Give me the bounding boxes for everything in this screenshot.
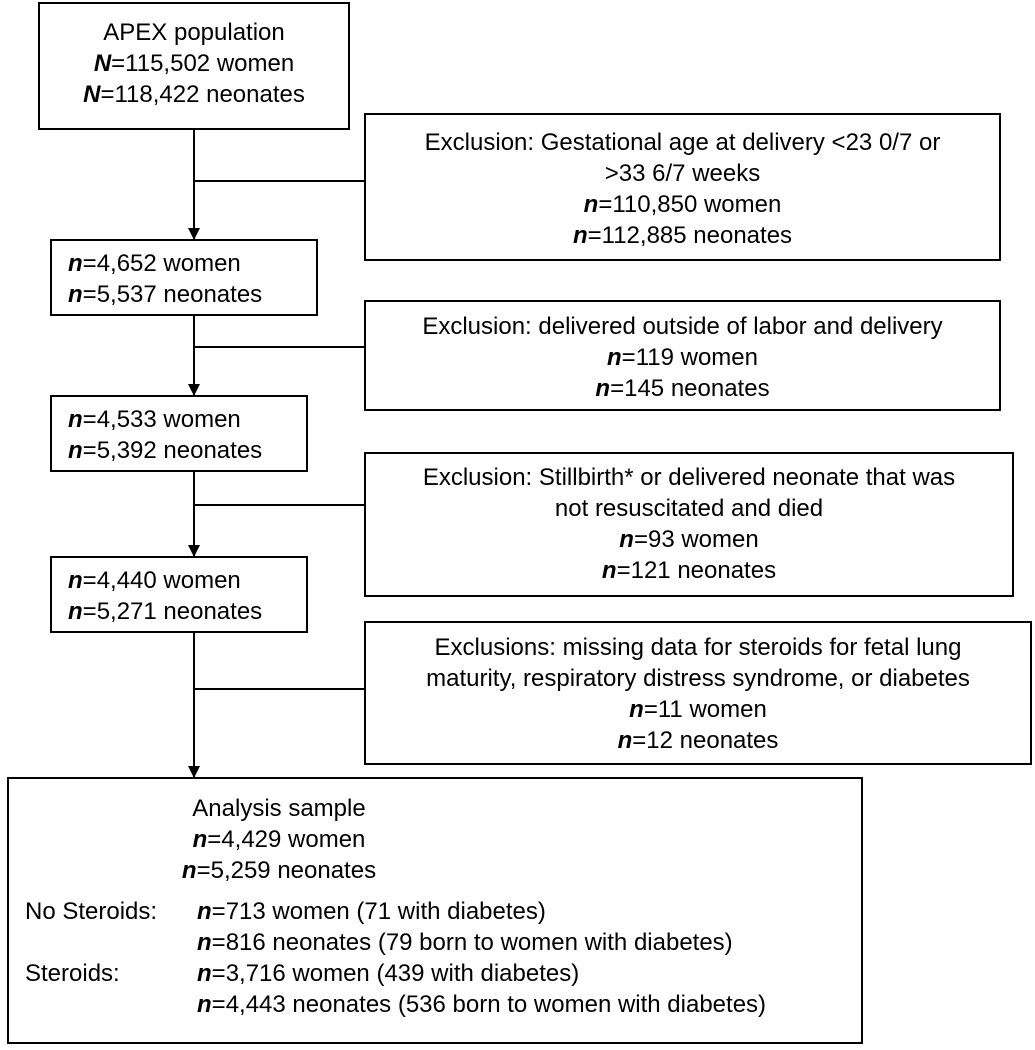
no-steroids-women-count: n=713 women (71 with diabetes)	[197, 898, 546, 925]
step-1-women-count: n=4,652 women	[68, 250, 241, 277]
analysis-summary: Analysis sample n=4,429 women n=5,259 ne…	[9, 793, 549, 886]
apex-women-count: N=115,502 women	[93, 50, 295, 77]
step-3-neonates-count: n=5,271 neonates	[68, 598, 263, 625]
steroids-women-row: Steroids: n=3,716 women (439 with diabet…	[25, 958, 861, 989]
analysis-title: Analysis sample	[192, 795, 366, 822]
exclusion-1-text-line-2: >33 6/7 weeks	[604, 160, 761, 187]
cohort-step-2-box: n=4,533 women n=5,392 neonates	[50, 395, 308, 472]
no-steroids-neonates-count: n=816 neonates (79 born to women with di…	[197, 929, 733, 956]
exclusion-2-women-count: n=119 women	[607, 344, 758, 371]
no-steroids-women-row: No Steroids: n=713 women (71 with diabet…	[25, 896, 861, 927]
steroids-label: Steroids:	[25, 960, 120, 987]
exclusion-4-text-line-1: Exclusions: missing data for steroids fo…	[434, 634, 962, 661]
steroids-neonates-count: n=4,443 neonates (536 born to women with…	[197, 991, 767, 1018]
treatment-breakdown: No Steroids: n=713 women (71 with diabet…	[9, 896, 861, 1020]
analysis-women-count: n=4,429 women	[192, 826, 366, 853]
exclusion-4-women-count: n=11 women	[629, 696, 767, 723]
exclusion-missing-data-box: Exclusions: missing data for steroids fo…	[364, 621, 1032, 765]
exclusion-4-text-line-2: maturity, respiratory distress syndrome,…	[426, 665, 970, 692]
apex-population-box: APEX population N=115,502 women N=118,42…	[38, 2, 350, 130]
cohort-step-1-box: n=4,652 women n=5,537 neonates	[50, 239, 318, 316]
apex-neonates-count: N=118,422 neonates	[83, 81, 305, 108]
exclusion-3-text-line-1: Exclusion: Stillbirth* or delivered neon…	[422, 464, 956, 491]
exclusion-3-text-line-2: not resuscitated and died	[554, 495, 824, 522]
step-3-women-count: n=4,440 women	[68, 567, 241, 594]
step-2-women-count: n=4,533 women	[68, 406, 241, 433]
exclusion-1-neonates-count: n=112,885 neonates	[572, 222, 793, 249]
exclusion-4-neonates-count: n=12 neonates	[617, 727, 779, 754]
analysis-neonates-count: n=5,259 neonates	[181, 857, 377, 884]
exclusion-1-women-count: n=110,850 women	[583, 191, 782, 218]
exclusion-2-neonates-count: n=145 neonates	[595, 375, 770, 402]
exclusion-2-text-line-1: Exclusion: delivered outside of labor an…	[422, 313, 943, 340]
no-steroids-neonates-row: n=816 neonates (79 born to women with di…	[25, 927, 861, 958]
no-steroids-label: No Steroids:	[25, 898, 158, 925]
apex-population-title: APEX population	[103, 19, 285, 46]
steroids-neonates-row: n=4,443 neonates (536 born to women with…	[25, 989, 861, 1020]
exclusion-stillbirth-box: Exclusion: Stillbirth* or delivered neon…	[364, 452, 1014, 597]
cohort-step-3-box: n=4,440 women n=5,271 neonates	[50, 556, 308, 633]
steroids-women-count: n=3,716 women (439 with diabetes)	[197, 960, 580, 987]
exclusion-1-text-line-1: Exclusion: Gestational age at delivery <…	[424, 129, 941, 156]
exclusion-3-women-count: n=93 women	[619, 526, 759, 553]
exclusion-3-neonates-count: n=121 neonates	[601, 557, 777, 584]
exclusion-gestational-age-box: Exclusion: Gestational age at delivery <…	[364, 113, 1001, 261]
exclusion-outside-labor-box: Exclusion: delivered outside of labor an…	[364, 300, 1001, 411]
analysis-sample-box: Analysis sample n=4,429 women n=5,259 ne…	[7, 777, 863, 1044]
step-2-neonates-count: n=5,392 neonates	[68, 437, 263, 464]
step-1-neonates-count: n=5,537 neonates	[68, 281, 263, 308]
